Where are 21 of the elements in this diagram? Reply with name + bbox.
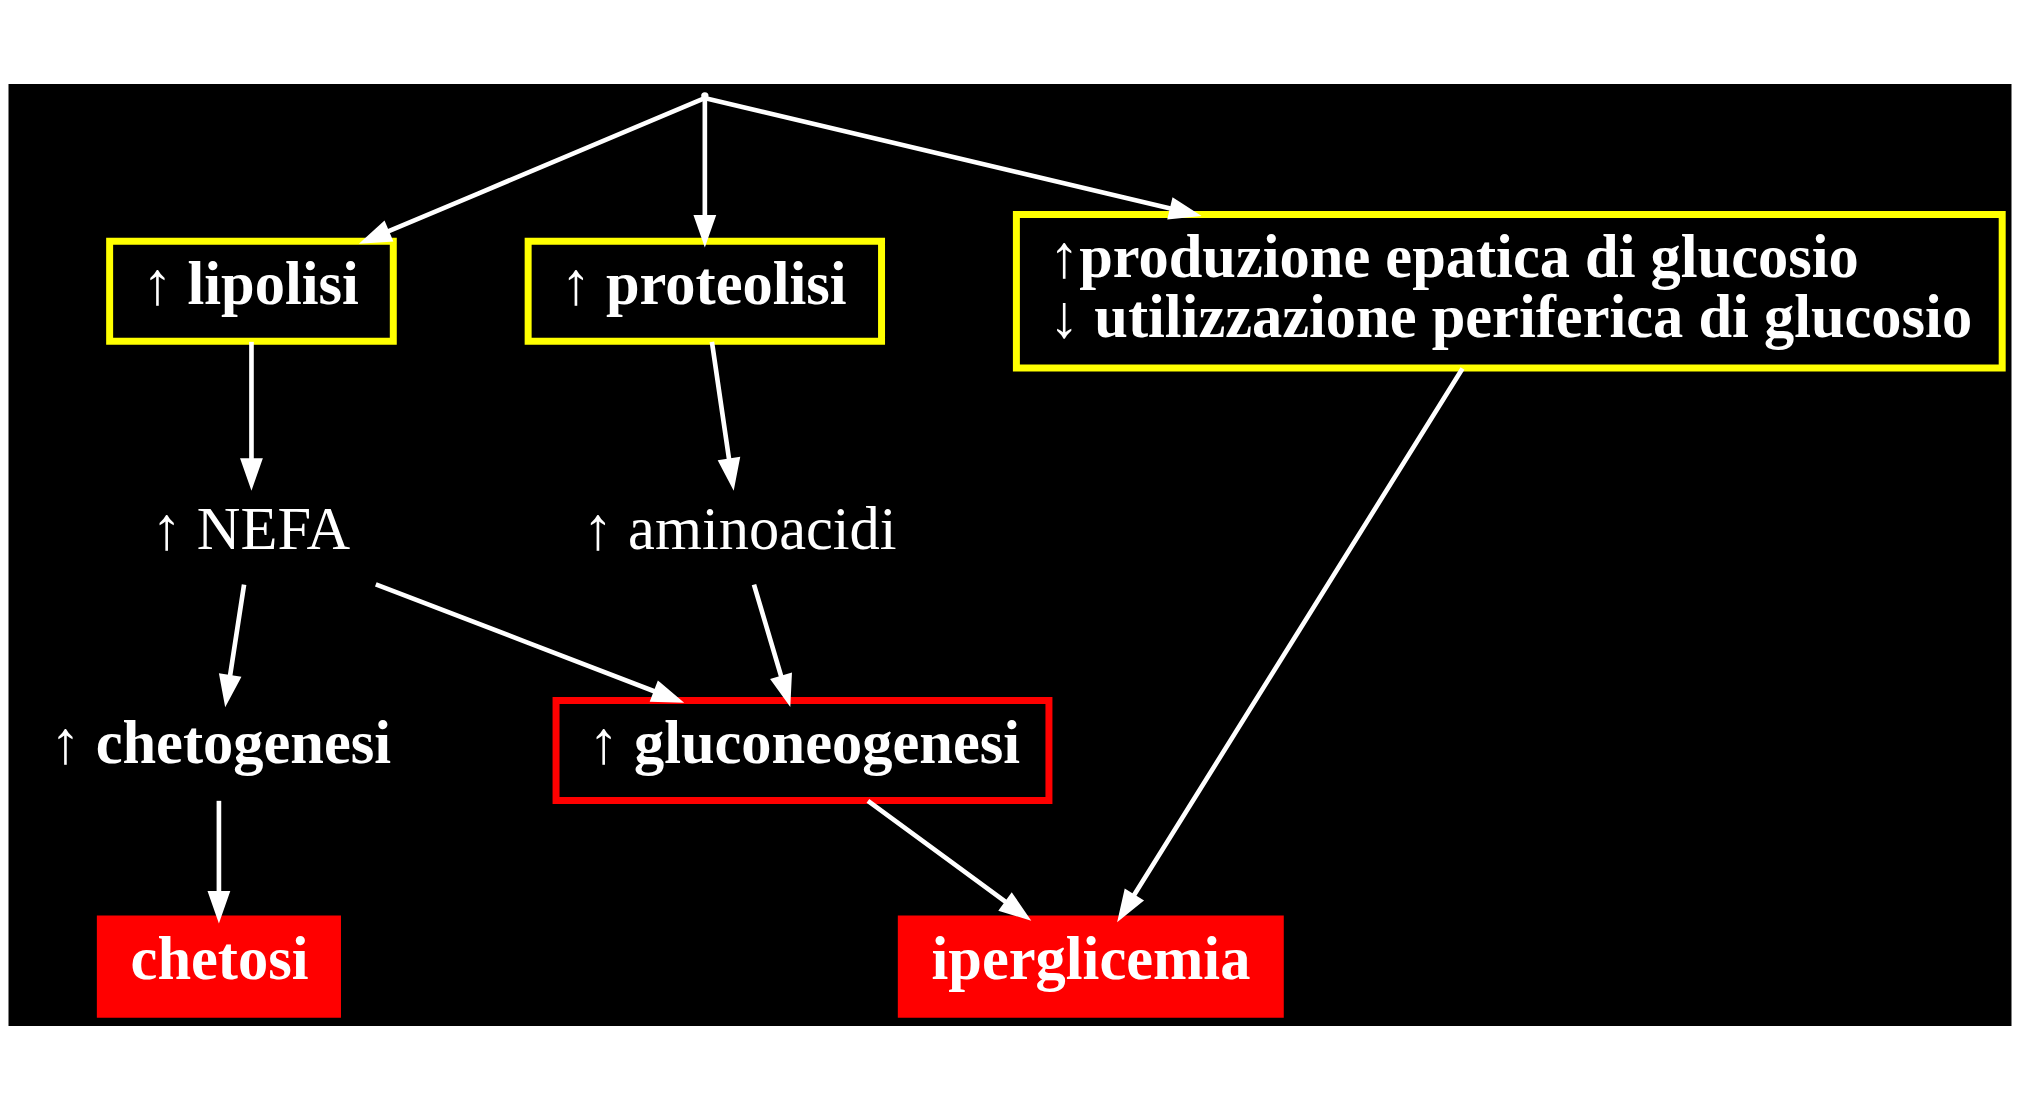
- node-box: ↑produzione epatica di glucosio ↓ utilizzazione periferica di glucosio: [1012, 211, 2006, 372]
- node-text: ↑ NEFA: [151, 494, 351, 562]
- arrow: [240, 341, 263, 491]
- arrow: [709, 341, 741, 491]
- node-text: ↑ aminoacidi: [582, 494, 897, 562]
- arrow: [374, 582, 685, 703]
- node-box: ↑ proteolisi: [524, 237, 886, 345]
- arrow: [704, 96, 1202, 220]
- arrow: [218, 584, 247, 708]
- node-box: ↑ lipolisi: [106, 237, 397, 345]
- arrow: [1117, 367, 1465, 923]
- arrow: [866, 798, 1032, 921]
- node-box: chetosi: [96, 915, 341, 1018]
- arrow: [751, 583, 792, 708]
- arrow: [693, 98, 717, 248]
- arrow: [207, 800, 231, 924]
- arrow: [358, 96, 705, 244]
- node-text: ↑ chetogenesi: [50, 708, 392, 776]
- node-box: ↑ gluconeogenesi: [552, 697, 1053, 804]
- node-box: iperglicemia: [897, 915, 1284, 1018]
- node-point: [701, 92, 709, 100]
